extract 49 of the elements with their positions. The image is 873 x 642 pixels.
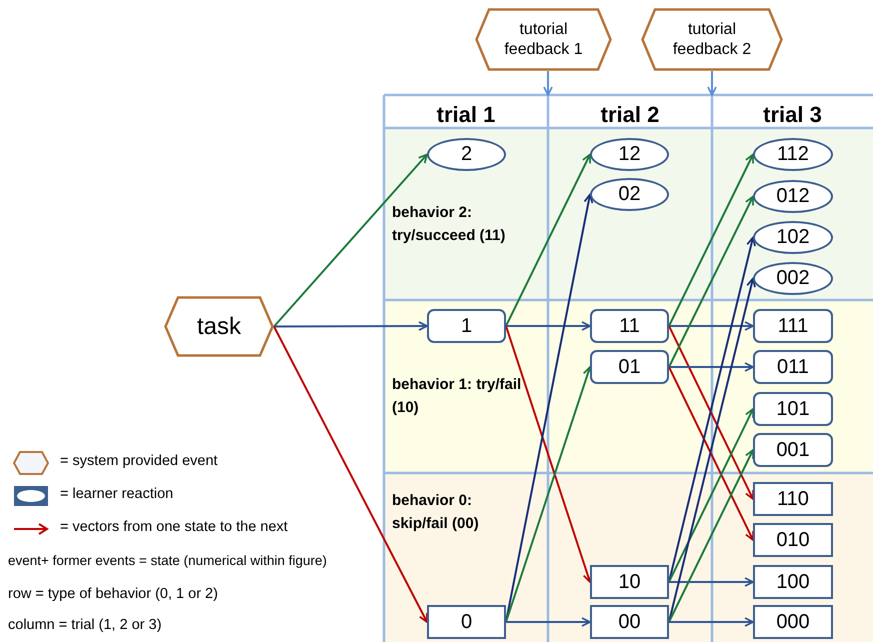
arrow <box>543 71 553 96</box>
state-box: 100 <box>753 565 833 599</box>
note: event+ former events = state (numerical within figure) <box>8 552 328 570</box>
legend-text: = vectors from one state to the next <box>60 519 289 535</box>
state-box: 011 <box>753 350 833 384</box>
arrow <box>505 154 591 326</box>
state-box: 0 <box>427 605 506 639</box>
arrow <box>668 196 754 368</box>
row-label: behavior 1: try/fail (10) <box>392 375 522 418</box>
state-box: 111 <box>753 309 833 343</box>
row-label: behavior 0: skip/fail (00) <box>392 491 480 534</box>
arrow <box>274 321 428 331</box>
event-hexagon: tutorial feedback 1 <box>475 8 612 71</box>
state-box: 001 <box>753 433 833 467</box>
arrow <box>668 326 754 500</box>
state-box: 01 <box>590 350 669 384</box>
arrow <box>668 366 754 541</box>
arrow <box>505 366 592 622</box>
column-header: trial 1 <box>436 101 496 129</box>
arrow <box>668 449 754 622</box>
column-header: trial 3 <box>762 101 823 129</box>
state-box: 1 <box>427 309 506 343</box>
arrow <box>669 617 754 627</box>
arrow <box>273 154 428 328</box>
state-box: 11 <box>590 309 669 343</box>
state-box: 110 <box>753 482 833 516</box>
arrow <box>668 154 754 326</box>
arrow <box>669 362 754 372</box>
legend-text: = learner reaction <box>60 486 174 502</box>
arrow <box>273 326 428 623</box>
state-box: 010 <box>753 523 833 557</box>
arrow <box>707 71 717 96</box>
event-hexagon: tutorial feedback 2 <box>641 8 783 71</box>
arrow <box>505 326 592 583</box>
arrow <box>668 408 754 582</box>
arrow <box>506 321 591 331</box>
state-box: 00 <box>590 605 669 639</box>
row-label: behavior 2: try/succeed (11) <box>392 203 506 246</box>
state-box: 101 <box>753 392 833 426</box>
arrow <box>669 577 754 587</box>
note: column = trial (1, 2 or 3) <box>8 616 163 635</box>
note: row = type of behavior (0, 1 or 2) <box>8 585 219 604</box>
arrow <box>669 321 754 331</box>
event-hexagon: task <box>164 296 274 357</box>
column-header: trial 2 <box>600 101 660 129</box>
legend-text: = system provided event <box>60 453 219 469</box>
arrow <box>506 617 591 627</box>
state-box: 10 <box>590 565 669 599</box>
state-box: 000 <box>753 605 833 639</box>
